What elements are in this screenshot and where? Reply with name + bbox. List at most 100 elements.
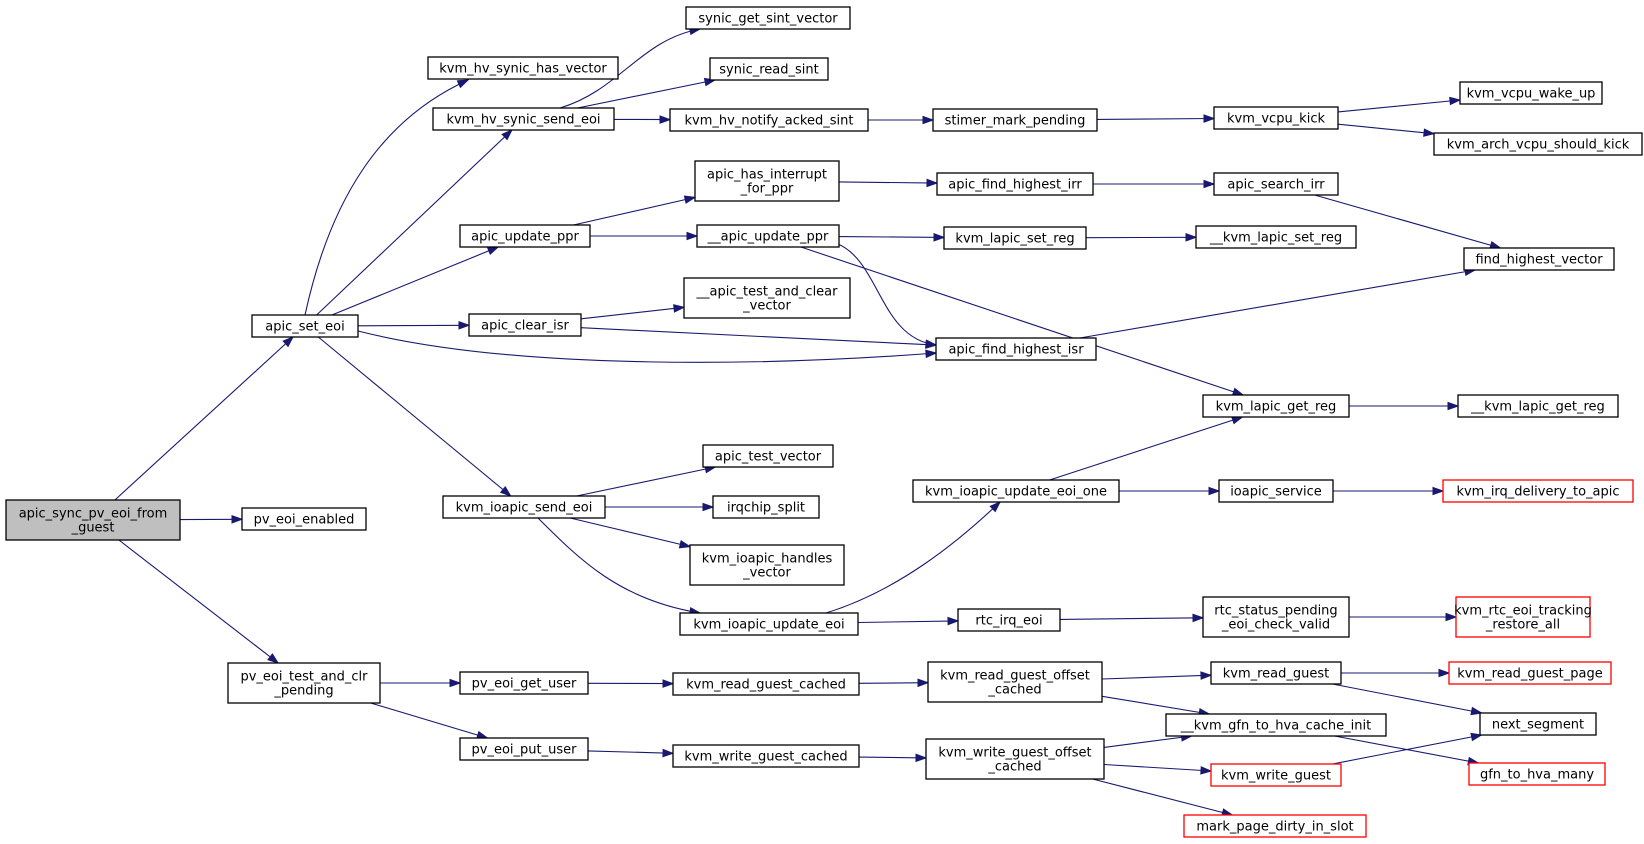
node-label: kvm_lapic_set_reg [955, 232, 1074, 247]
node-rtc-status-pending-eoi-check-valid[interactable]: rtc_status_pending_eoi_check_valid [1202, 596, 1350, 638]
node-kvm-vcpu-kick[interactable]: kvm_vcpu_kick [1213, 106, 1339, 130]
node-kvm-write-guest-cached[interactable]: kvm_write_guest_cached [672, 744, 860, 768]
node-pv-eoi-put-user[interactable]: pv_eoi_put_user [459, 737, 589, 761]
node-box [1210, 763, 1342, 787]
edge-arrowhead [282, 336, 295, 348]
node---kvm-gfn-to-hva-cache-init[interactable]: __kvm_gfn_to_hva_cache_init [1165, 713, 1387, 737]
node-box [1442, 479, 1634, 503]
node-apic-set-eoi[interactable]: apic_set_eoi [251, 314, 359, 338]
edge-kvm_ioapic_update_eoi_one-to-ioapic_service [1119, 486, 1221, 496]
node-synic-read-sint[interactable]: synic_read_sint [709, 57, 829, 81]
node-pv-eoi-test-and-clr-pending[interactable]: pv_eoi_test_and_clr_pending [227, 662, 381, 704]
edge-line [357, 330, 937, 363]
node-kvm-read-guest-offset-cached[interactable]: kvm_read_guest_offset_cached [927, 661, 1103, 703]
node-apic-update-ppr[interactable]: apic_update_ppr [459, 224, 591, 248]
node-apic-find-highest-irr[interactable]: apic_find_highest_irr [936, 172, 1094, 196]
edge-rtc_irq_eoi-to-rtc_status_pending_eoi_check_valid [1059, 613, 1205, 623]
node-box [672, 672, 860, 696]
node-kvm-ioapic-send-eoi[interactable]: kvm_ioapic_send_eoi [442, 495, 606, 519]
node-box [702, 444, 834, 468]
node-kvm-hv-synic-send-eoi[interactable]: kvm_hv_synic_send_eoi [432, 107, 615, 131]
edge-apic_set_eoi-to-apic_find_highest_isr [357, 330, 938, 363]
node-pv-eoi-enabled[interactable]: pv_eoi_enabled [241, 507, 367, 531]
edge-line [357, 324, 470, 327]
node-label: apic_set_eoi [265, 320, 344, 335]
edge-line [1101, 674, 1212, 680]
edge-arrowhead [456, 79, 470, 89]
edge-apic_find_highest_irr-to-apic_search_irr [1093, 179, 1216, 189]
node-synic-get-sint-vector[interactable]: synic_get_sint_vector [685, 6, 851, 30]
node-label: _vector [742, 566, 791, 581]
node-stimer-mark-pending[interactable]: stimer_mark_pending [932, 108, 1098, 132]
edge-arrowhead [989, 500, 1002, 513]
node-label: kvm_read_guest_page [1457, 667, 1603, 682]
node-kvm-ioapic-update-eoi-one[interactable]: kvm_ioapic_update_eoi_one [912, 479, 1120, 503]
edge-arrowhead [1203, 179, 1216, 189]
edge-line [331, 246, 499, 316]
node-kvm-read-guest-cached[interactable]: kvm_read_guest_cached [672, 672, 860, 696]
node-kvm-irq-delivery-to-apic[interactable]: kvm_irq_delivery_to_apic [1442, 479, 1634, 503]
edge-line [370, 702, 488, 739]
edge-line [1332, 734, 1482, 765]
edge-pv_eoi_get_user-to-kvm_read_guest_cached [587, 679, 675, 688]
node-kvm-ioapic-handles-vector[interactable]: kvm_ioapic_handles_vector [689, 544, 845, 586]
node-kvm-lapic-get-reg[interactable]: kvm_lapic_get_reg [1202, 394, 1350, 418]
node-box [936, 172, 1094, 196]
node-kvm-ioapic-update-eoi[interactable]: kvm_ioapic_update_eoi [679, 612, 859, 636]
edge-arrowhead [1185, 233, 1198, 242]
node-apic-find-highest-isr[interactable]: apic_find_highest_isr [935, 337, 1097, 361]
node-kvm-lapic-set-reg[interactable]: kvm_lapic_set_reg [943, 226, 1087, 250]
node-kvm-vcpu-wake-up[interactable]: kvm_vcpu_wake_up [1459, 81, 1603, 105]
edge-line [587, 750, 674, 754]
node-box [1448, 661, 1612, 685]
edge-line [825, 501, 1001, 614]
node-next-segment[interactable]: next_segment [1479, 712, 1597, 736]
node-find-highest-vector[interactable]: find_highest_vector [1463, 247, 1615, 271]
edge-kvm_vcpu_kick-to-kvm_arch_vcpu_should_kick [1337, 123, 1436, 137]
node---apic-test-and-clear-vector[interactable]: __apic_test_and_clear_vector [683, 277, 851, 319]
node-kvm-write-guest-offset-cached[interactable]: kvm_write_guest_offset_cached [925, 738, 1105, 780]
node-root[interactable]: apic_sync_pv_eoi_from_guest [5, 499, 181, 541]
node-label: kvm_irq_delivery_to_apic [1456, 485, 1619, 500]
node-rtc-irq-eoi[interactable]: rtc_irq_eoi [957, 608, 1061, 632]
node-irqchip-split[interactable]: irqchip_split [712, 495, 820, 519]
node-kvm-read-guest-page[interactable]: kvm_read_guest_page [1448, 661, 1612, 685]
node-apic-clear-isr[interactable]: apic_clear_isr [468, 313, 582, 337]
node-box [712, 495, 820, 519]
node-label: pv_eoi_get_user [472, 677, 577, 692]
node-apic-test-vector[interactable]: apic_test_vector [702, 444, 834, 468]
node-box [689, 544, 845, 586]
node-mark-page-dirty-in-slot[interactable]: mark_page_dirty_in_slot [1183, 814, 1367, 838]
node-apic-search-irr[interactable]: apic_search_irr [1213, 172, 1339, 196]
node-pv-eoi-get-user[interactable]: pv_eoi_get_user [459, 671, 589, 695]
edge-apic_set_eoi-to-apic_clear_isr [357, 320, 471, 330]
node-kvm-hv-notify-acked-sint[interactable]: kvm_hv_notify_acked_sint [669, 108, 869, 132]
edge-line [1101, 695, 1210, 715]
node-box [1202, 596, 1350, 638]
node-kvm-arch-vcpu-should-kick[interactable]: kvm_arch_vcpu_should_kick [1433, 132, 1643, 156]
node-box [943, 226, 1087, 250]
node-kvm-write-guest[interactable]: kvm_write_guest [1210, 763, 1342, 787]
node-box [1183, 814, 1367, 838]
node-label: gfn_to_hva_many [1480, 768, 1594, 783]
node-box [669, 108, 869, 132]
edge-arrowhead [267, 653, 280, 664]
node-box [468, 313, 582, 337]
node-ioapic-service[interactable]: ioapic_service [1218, 479, 1334, 503]
node-apic-has-interrupt-for-ppr[interactable]: apic_has_interrupt_for_ppr [694, 160, 840, 202]
node-label: __kvm_lapic_get_reg [1470, 400, 1605, 415]
node-label: irqchip_split [727, 501, 805, 516]
edge-stimer_mark_pending-to-kvm_vcpu_kick [1096, 114, 1216, 123]
node-box [432, 107, 615, 131]
node---kvm-lapic-get-reg[interactable]: __kvm_lapic_get_reg [1457, 394, 1619, 418]
node-kvm-read-guest[interactable]: kvm_read_guest [1210, 661, 1342, 685]
edge-root-to-apic_set_eoi [114, 336, 295, 501]
node-kvm-rtc-eoi-tracking-restore-all[interactable]: kvm_rtc_eoi_tracking_restore_all [1454, 596, 1592, 638]
node---apic-update-ppr[interactable]: __apic_update_ppr [696, 224, 840, 248]
node-gfn-to-hva-many[interactable]: gfn_to_hva_many [1468, 762, 1606, 786]
node---kvm-lapic-set-reg[interactable]: __kvm_lapic_set_reg [1195, 225, 1357, 249]
node-label: pv_eoi_put_user [472, 743, 578, 758]
edge-arrowhead [662, 748, 675, 758]
node-kvm-hv-synic-has-vector[interactable]: kvm_hv_synic_has_vector [427, 56, 619, 80]
node-label: rtc_irq_eoi [975, 614, 1042, 629]
